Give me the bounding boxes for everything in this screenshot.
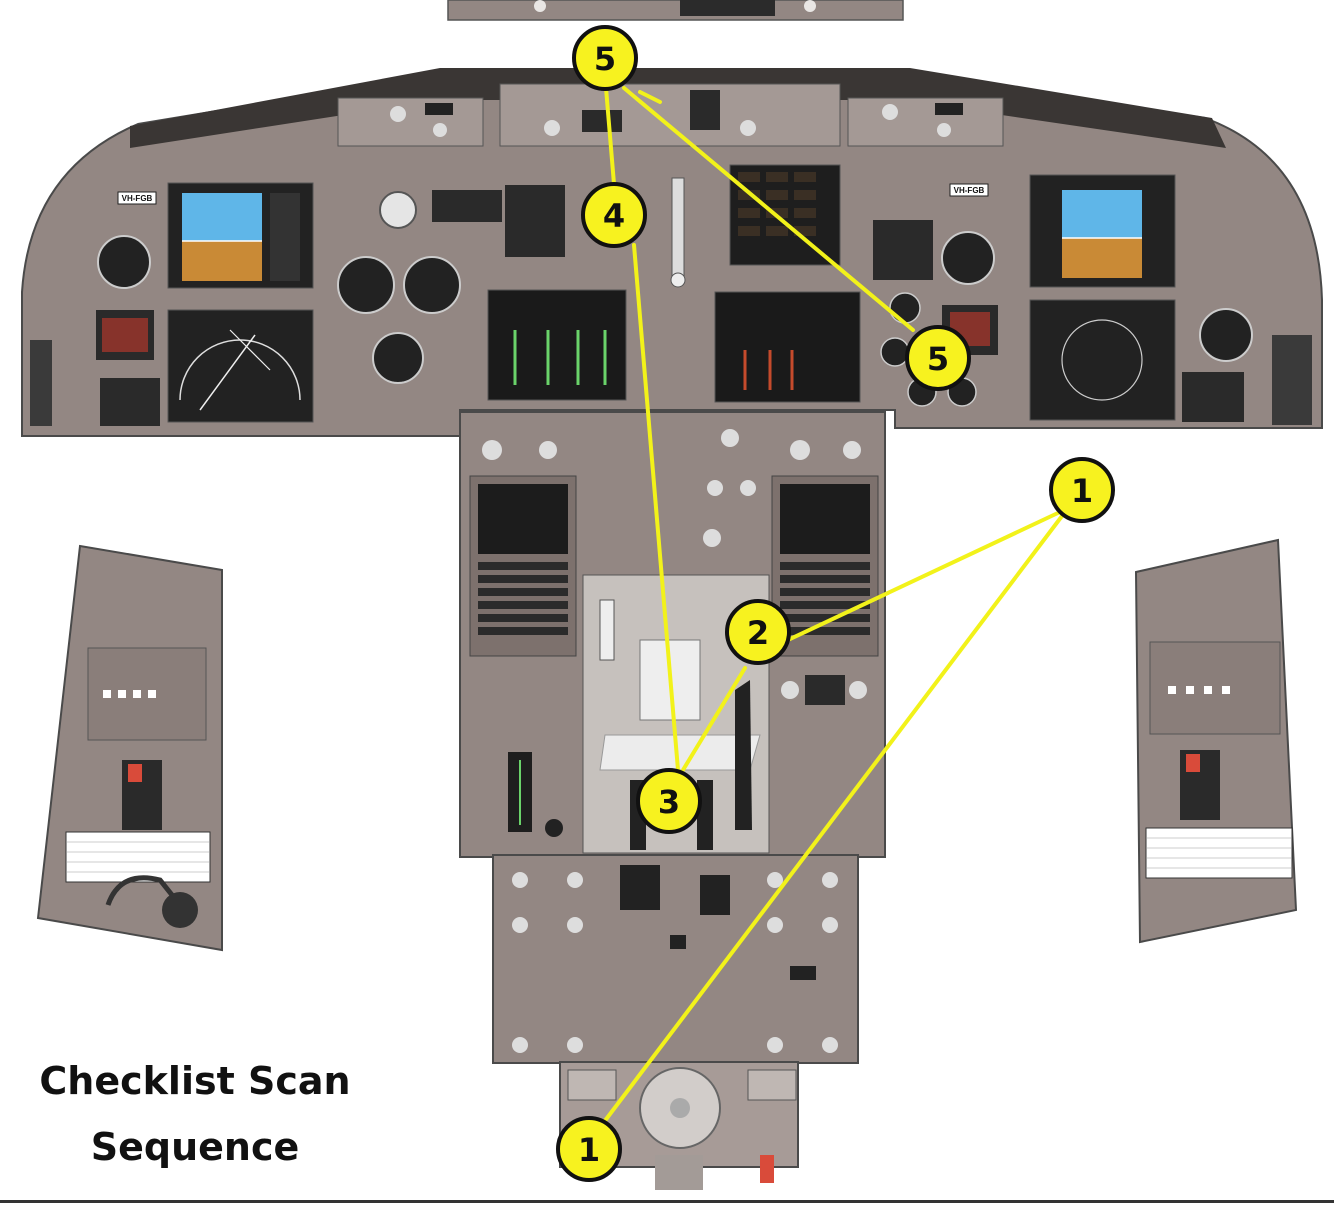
overhead-panel-stub xyxy=(447,0,904,21)
scan-line-4-to-5 xyxy=(604,86,616,186)
center-pedestal xyxy=(459,411,886,1190)
marker-5-top: 5 xyxy=(572,25,638,91)
scan-line-5-to-5 xyxy=(622,86,915,332)
marker-1-right-label: 1 xyxy=(1071,472,1093,510)
glareshield-center-control xyxy=(499,83,841,147)
left-clock-gauge xyxy=(97,235,151,289)
marker-1-bottom: 1 xyxy=(556,1116,622,1182)
scan-lines xyxy=(602,86,1064,1124)
right-nd xyxy=(1029,299,1176,421)
marker-1-right: 1 xyxy=(1049,457,1115,523)
marker-5-top-label: 5 xyxy=(594,40,616,78)
marker-3-label: 3 xyxy=(658,783,680,821)
scan-line-5-to-5-b xyxy=(638,90,662,104)
glareshield-left-control xyxy=(337,97,484,147)
marker-2: 2 xyxy=(725,599,791,665)
title-line-2: Sequence xyxy=(90,1125,300,1169)
scan-line-3-to-4 xyxy=(632,243,680,772)
main-instrument-panel: VH-FGB VH-FGB xyxy=(21,68,1323,437)
left-side-console xyxy=(36,544,223,952)
marker-3: 3 xyxy=(636,768,702,834)
marker-5-right-label: 5 xyxy=(927,340,949,378)
title-line-1: Checklist Scan xyxy=(39,1059,351,1103)
glareshield-right-control xyxy=(847,97,1004,147)
scan-line-1-to-1 xyxy=(602,514,1064,1124)
bottom-divider xyxy=(0,1200,1334,1203)
registration-right: VH-FGB xyxy=(954,186,985,195)
registration-left: VH-FGB xyxy=(122,194,153,203)
right-side-console xyxy=(1134,538,1298,944)
marker-1-bottom-label: 1 xyxy=(578,1131,600,1169)
marker-5-right: 5 xyxy=(905,325,971,391)
marker-4-label: 4 xyxy=(603,197,625,235)
scan-line-1-to-2 xyxy=(786,510,1062,642)
diagram-title: Checklist Scan Sequence xyxy=(0,1048,390,1180)
engine-display-lower-right xyxy=(714,291,861,403)
engine-display-upper-left xyxy=(487,289,627,401)
marker-4: 4 xyxy=(581,182,647,248)
scan-line-2-to-3 xyxy=(681,666,747,772)
marker-2-label: 2 xyxy=(747,614,769,652)
